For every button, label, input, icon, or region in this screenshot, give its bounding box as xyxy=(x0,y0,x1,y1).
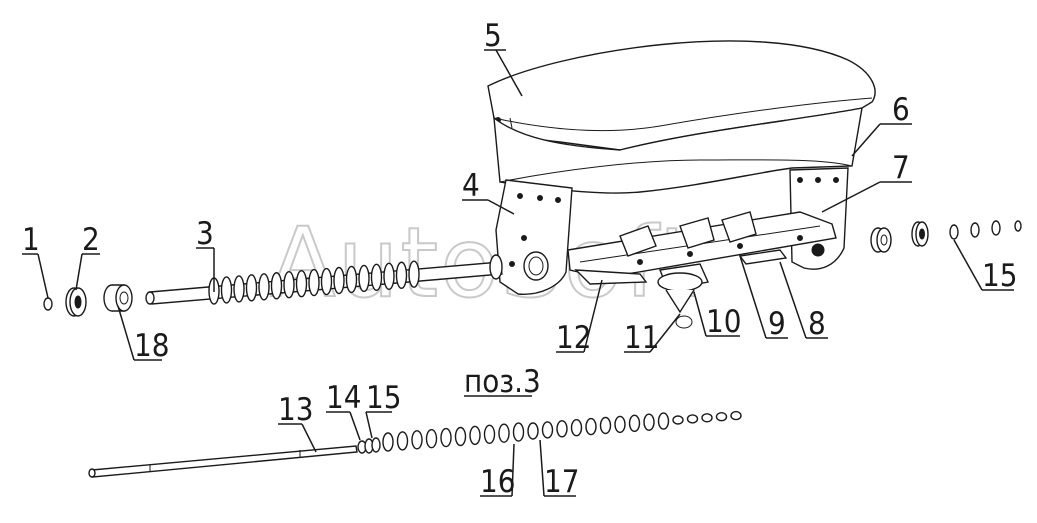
left-bracket xyxy=(495,179,573,295)
spiral-segment xyxy=(701,413,713,423)
spiral-segment xyxy=(483,424,496,444)
spiral-segment xyxy=(730,410,742,421)
part-15-rings xyxy=(364,437,381,454)
callout-14: 14 xyxy=(326,380,361,416)
auger-flight xyxy=(295,269,308,298)
section-title: поз.3 xyxy=(464,364,541,400)
spiral-segment xyxy=(715,412,728,422)
hopper-cover xyxy=(487,40,876,151)
spiral-segment xyxy=(614,415,626,434)
spiral-segment xyxy=(556,420,568,438)
callout-15-lower: 15 xyxy=(366,380,401,416)
auger-flight xyxy=(345,265,358,294)
auger-flight xyxy=(308,268,320,297)
auger-flight xyxy=(320,267,333,296)
callout-18: 18 xyxy=(134,328,169,364)
spiral-segment xyxy=(570,419,583,437)
callout-12: 12 xyxy=(556,320,591,356)
spiral-segment xyxy=(454,426,467,447)
auger-flight xyxy=(245,274,258,302)
auger-flight xyxy=(283,271,295,299)
auger-flight xyxy=(408,260,420,288)
auger-flights xyxy=(208,260,420,305)
auger-flight xyxy=(395,261,408,289)
auger-flight xyxy=(333,266,345,295)
callout-15-right: 15 xyxy=(982,258,1017,294)
auger-flight xyxy=(270,272,283,300)
callout-13: 13 xyxy=(278,392,313,428)
spiral-segment xyxy=(382,432,394,452)
spiral-segment xyxy=(628,414,641,432)
spiral-segment xyxy=(686,414,699,424)
bottom-tray xyxy=(567,211,837,291)
part-13-shaft xyxy=(88,445,358,478)
callout-2: 2 xyxy=(82,222,100,258)
leader-lines xyxy=(22,49,1014,497)
spiral-segment xyxy=(411,430,423,450)
spiral-segment xyxy=(643,413,655,431)
outlet-spout xyxy=(657,272,703,329)
callout-17: 17 xyxy=(544,464,579,500)
spiral-segment xyxy=(512,422,525,442)
spiral-segment xyxy=(672,415,684,425)
part-2-bearing xyxy=(65,287,87,317)
auger-flight xyxy=(370,263,383,292)
callout-4: 4 xyxy=(462,168,480,204)
callout-6: 6 xyxy=(892,92,910,128)
part-16-17-flights xyxy=(382,410,742,452)
spiral-segment xyxy=(469,425,481,446)
callout-10: 10 xyxy=(706,304,741,340)
callout-9: 9 xyxy=(768,306,786,342)
callout-5: 5 xyxy=(484,18,502,54)
right-bushing xyxy=(870,227,892,253)
callout-16: 16 xyxy=(480,464,515,500)
callout-1: 1 xyxy=(22,222,40,258)
callout-11: 11 xyxy=(624,320,659,356)
auger-flight xyxy=(358,264,370,293)
spiral-segment xyxy=(585,417,597,436)
part-18-bushing xyxy=(103,284,133,312)
auger-flight xyxy=(220,276,233,304)
auger-flight xyxy=(383,262,395,290)
callout-7: 7 xyxy=(892,150,910,186)
spiral-segment xyxy=(498,423,510,443)
auger-flight xyxy=(233,275,245,303)
spiral-segment xyxy=(657,412,670,430)
part-15-washers-right xyxy=(949,220,1022,240)
spiral-segment xyxy=(425,429,438,449)
right-bearing xyxy=(911,221,929,247)
spiral-segment xyxy=(396,431,409,451)
callout-3: 3 xyxy=(196,216,214,252)
spiral-segment xyxy=(440,427,452,448)
part-1-ring xyxy=(43,297,53,311)
callout-8: 8 xyxy=(808,306,826,342)
spiral-segment xyxy=(541,421,554,439)
spiral-segment xyxy=(599,416,612,435)
auger-flight xyxy=(258,273,270,301)
hopper-body xyxy=(493,107,863,194)
part-3-auger xyxy=(145,254,503,305)
spiral-segment xyxy=(527,422,539,440)
